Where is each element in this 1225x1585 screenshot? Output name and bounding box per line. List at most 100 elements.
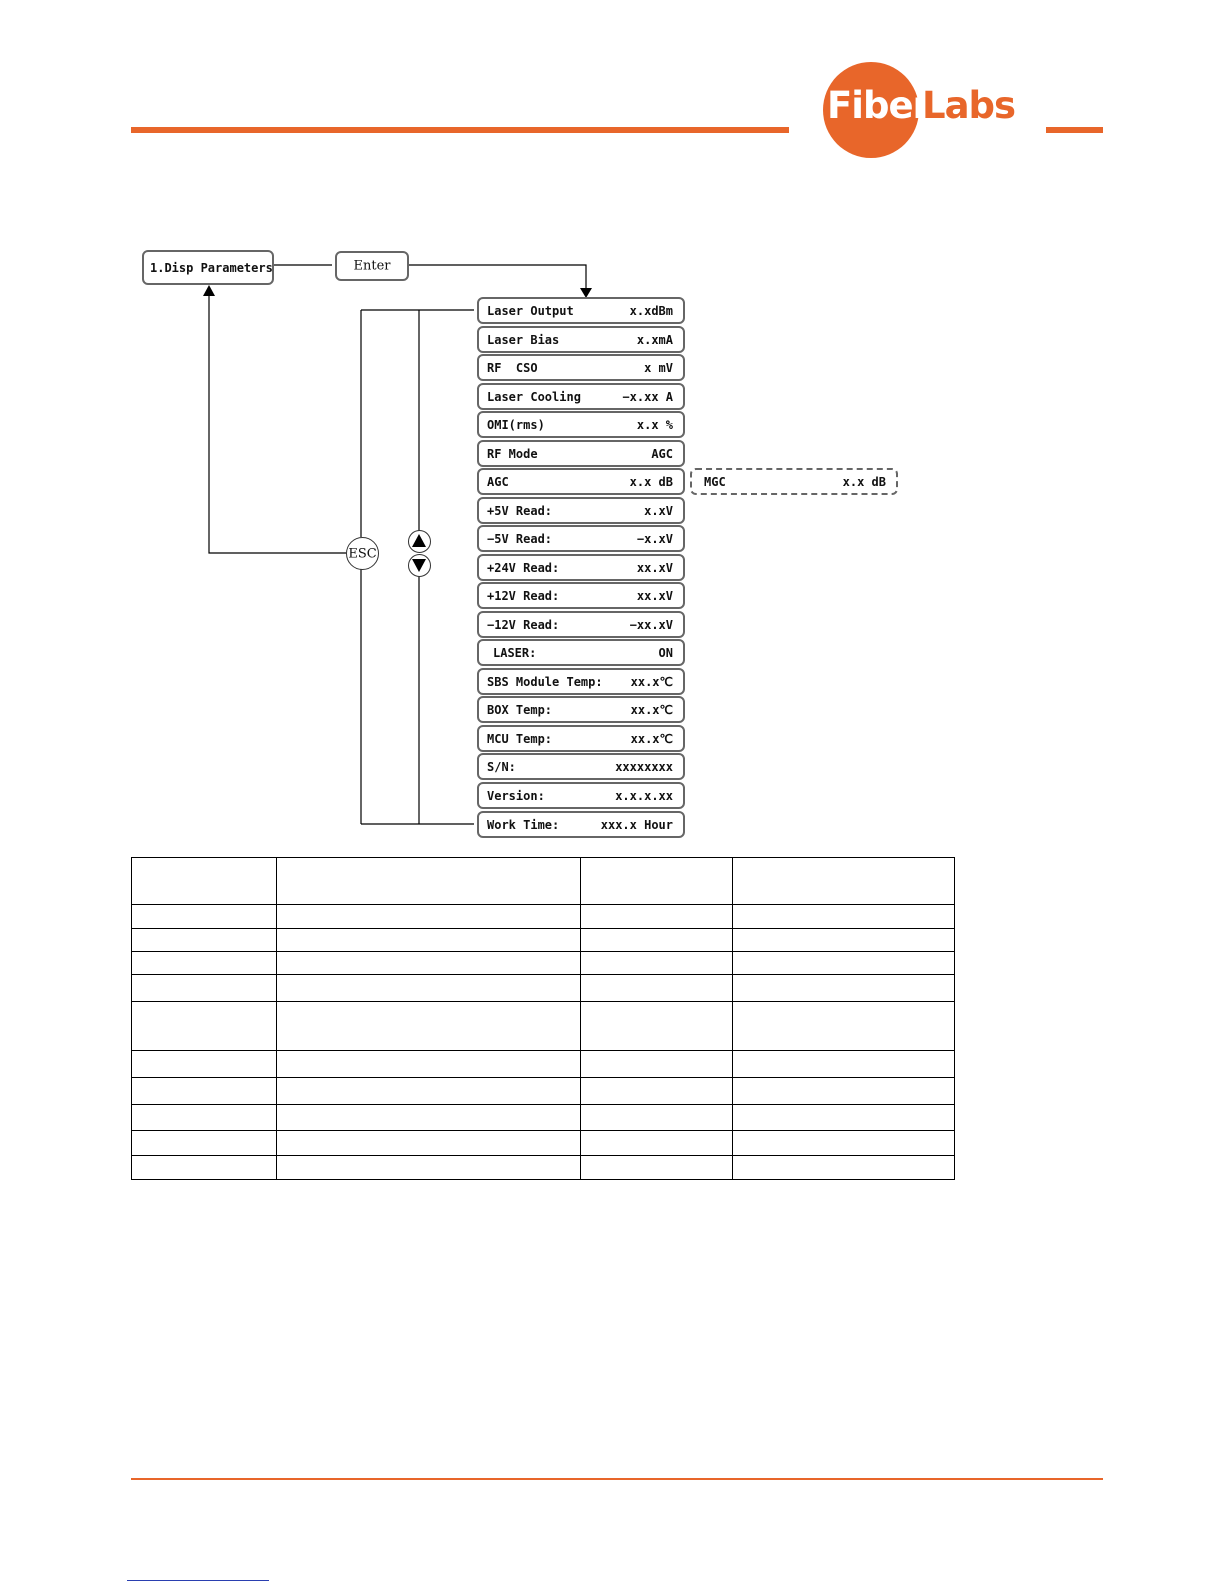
triangle-down-icon	[412, 559, 426, 572]
table-row	[131, 928, 955, 952]
footer-rule	[131, 1478, 1103, 1480]
table-row	[131, 1130, 955, 1156]
menu-item-label: Laser Output	[487, 303, 574, 318]
table-cell	[131, 1130, 277, 1156]
menu-item-label: −5V Read:	[487, 531, 553, 546]
menu-item[interactable]: −12V Read: −xx.xV	[477, 611, 685, 638]
logo-text-fiber: Fiber	[827, 84, 931, 127]
table-row	[131, 857, 955, 905]
menu-item[interactable]: OMI(rms) x.x %	[477, 411, 685, 438]
menu-item-value: x mV	[644, 360, 673, 375]
table-cell	[732, 1104, 955, 1131]
table-row	[131, 1050, 955, 1078]
menu-item-value: AGC	[651, 446, 673, 461]
menu-item-label: MCU Temp:	[487, 731, 553, 746]
table-cell	[732, 974, 955, 1002]
menu-item-value: xx.x℃	[630, 702, 673, 717]
menu-item-label: AGC	[487, 474, 509, 489]
down-arrow-button[interactable]	[408, 554, 431, 577]
menu-item-label: RF CSO	[487, 360, 538, 375]
menu-item[interactable]: −5V Read: −x.xV	[477, 525, 685, 552]
table-cell	[276, 974, 581, 1002]
table-cell	[131, 951, 277, 975]
menu-item-label: SBS Module Temp:	[487, 674, 603, 689]
table-cell	[276, 1104, 581, 1131]
menu-item[interactable]: RF CSO x mV	[477, 354, 685, 381]
menu-item-label: BOX Temp:	[487, 702, 553, 717]
menu-item[interactable]: Laser Bias x.xmA	[477, 326, 685, 353]
menu-item-value: x.x.x.xx	[615, 788, 673, 803]
menu-item[interactable]: S/N: xxxxxxxx	[477, 753, 685, 780]
table-cell	[276, 904, 581, 929]
menu-item[interactable]: +24V Read: xx.xV	[477, 554, 685, 581]
table-cell	[580, 1050, 733, 1078]
menu-item-label: LASER:	[493, 645, 537, 660]
menu-item[interactable]: MCU Temp: xx.x℃	[477, 725, 685, 752]
up-arrow-button[interactable]	[408, 530, 431, 553]
menu-item[interactable]: SBS Module Temp: xx.x℃	[477, 668, 685, 695]
table-cell	[131, 1077, 277, 1105]
esc-label: ESC	[348, 546, 377, 561]
esc-button[interactable]: ESC	[346, 537, 379, 570]
table-cell	[732, 1130, 955, 1156]
menu-item-label: Laser Cooling	[487, 389, 581, 404]
menu-flow-connectors	[203, 264, 592, 825]
table-cell	[732, 857, 955, 905]
menu-item-value: xxxxxxxx	[615, 759, 673, 774]
menu-item-label: −12V Read:	[487, 617, 560, 632]
menu-item-value: x.x %	[636, 417, 673, 432]
menu-item[interactable]: +12V Read: xx.xV	[477, 582, 685, 609]
header-rule-left	[131, 127, 789, 133]
table-cell	[732, 904, 955, 929]
table-cell	[580, 857, 733, 905]
table-cell	[131, 1050, 277, 1078]
table-row	[131, 904, 955, 929]
mgc-item-label: MGC	[704, 474, 726, 489]
table-cell	[732, 1001, 955, 1051]
menu-item-label: +12V Read:	[487, 588, 560, 603]
menu-item[interactable]: +5V Read: x.xV	[477, 497, 685, 524]
menu-item[interactable]: Laser Output x.xdBm	[477, 297, 685, 324]
triangle-up-icon	[412, 534, 426, 547]
menu-item[interactable]: RF Mode AGC	[477, 440, 685, 467]
table-row	[131, 1077, 955, 1105]
menu-item-value: ON	[658, 645, 673, 660]
menu-item-value: xxx.x Hour	[600, 817, 673, 832]
menu-item-label: +5V Read:	[487, 503, 553, 518]
table-cell	[580, 1077, 733, 1105]
menu-item[interactable]: LASER: ON	[477, 639, 685, 666]
table-cell	[276, 951, 581, 975]
menu-item-label: OMI(rms)	[487, 417, 545, 432]
table-cell	[276, 1050, 581, 1078]
table-cell	[131, 1104, 277, 1131]
table-cell	[131, 1001, 277, 1051]
menu-item-label: RF Mode	[487, 446, 538, 461]
table-cell	[580, 1001, 733, 1051]
table-row	[131, 1001, 955, 1051]
menu-item-label: +24V Read:	[487, 560, 560, 575]
mgc-item[interactable]: MGC x.x dB	[690, 468, 898, 495]
header-rule-right	[1046, 127, 1103, 133]
menu-item[interactable]: Work Time: xxx.x Hour	[477, 811, 685, 838]
menu-item[interactable]: Version: x.x.x.xx	[477, 782, 685, 809]
enter-button[interactable]: Enter	[335, 251, 409, 281]
table-cell	[276, 1130, 581, 1156]
table-cell	[732, 951, 955, 975]
menu-item-value: xx.xV	[636, 588, 673, 603]
menu-item-label: Laser Bias	[487, 332, 560, 347]
table-cell	[131, 857, 277, 905]
menu-item[interactable]: AGC x.x dB	[477, 468, 685, 495]
menu-item[interactable]: BOX Temp: xx.x℃	[477, 696, 685, 723]
table-cell	[276, 928, 581, 952]
table-cell	[580, 904, 733, 929]
table-row	[131, 1104, 955, 1131]
table-cell	[131, 928, 277, 952]
table-cell	[131, 974, 277, 1002]
menu-item-value: −x.xV	[636, 531, 673, 546]
menu-item[interactable]: Laser Cooling −x.xx A	[477, 383, 685, 410]
menu-item-value: xx.x℃	[630, 674, 673, 689]
logo-text-labs: Labs	[922, 84, 1016, 127]
menu-item-label: Version:	[487, 788, 545, 803]
disp-parameters-box[interactable]: 1.Disp Parameters	[142, 250, 274, 285]
table-row	[131, 951, 955, 975]
